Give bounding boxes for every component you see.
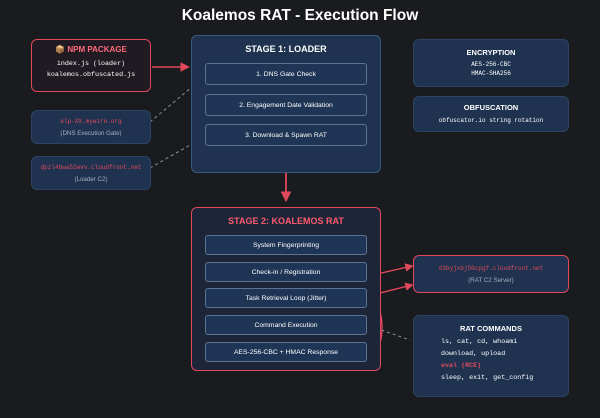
obfuscation-line: obfuscator.io string rotation: [438, 117, 544, 124]
loader-c2-label: (Loader C2): [74, 176, 108, 183]
obfuscation-box: OBFUSCATION obfuscator.io string rotatio…: [413, 96, 569, 132]
encryption-line-1: AES-256-CBC: [471, 61, 511, 68]
dns-gate-box: elp-XX.mywire.org (DNS Execution Gate): [31, 110, 151, 144]
stage1-step-download-spawn: 3. Download & Spawn RAT: [205, 124, 367, 146]
rat-command-eval: eval (RCE): [441, 362, 482, 370]
package-icon: 📦: [55, 45, 66, 54]
rat-commands-heading: RAT COMMANDS: [460, 324, 522, 333]
dns-gate-url: elp-XX.mywire.org: [60, 118, 122, 125]
stage2-heading: STAGE 2: KOALEMOS RAT: [228, 216, 344, 226]
rat-c2-label: (RAT C2 Server): [468, 277, 514, 284]
encryption-heading: ENCRYPTION: [466, 48, 516, 57]
rat-commands-box: RAT COMMANDS ls, cat, cd, whoami downloa…: [413, 315, 569, 397]
rat-c2-box: d3byjxbj50cpgf.cloudfront.net (RAT C2 Se…: [413, 255, 569, 293]
diagram-title: Koalemos RAT - Execution Flow: [181, 7, 419, 24]
npm-line-1: index.js (loader): [56, 60, 126, 68]
obfuscation-heading: OBFUSCATION: [463, 103, 519, 112]
rat-command-line-2: download, upload: [441, 350, 506, 358]
npm-package-box: 📦 NPM PACKAGE index.js (loader) koalemos…: [31, 39, 151, 92]
npm-heading: 📦 NPM PACKAGE: [55, 45, 127, 54]
loader-c2-url: dpzl4bwa52wvv.cloudfront.net: [40, 164, 142, 171]
arrow-loader-c2: [149, 136, 205, 169]
rat-c2-url: d3byjxbj50cpgf.cloudfront.net: [438, 265, 544, 272]
stage1-heading: STAGE 1: LOADER: [245, 44, 327, 54]
stage2-step-fingerprinting: System Fingerprinting: [205, 235, 367, 255]
stage2-step-encrypted-response: AES-256-CBC + HMAC Response: [205, 342, 367, 362]
stage2-step-command-exec: Command Execution: [205, 315, 367, 335]
stage1-step-dns-gate: 1. DNS Gate Check: [205, 63, 367, 85]
stage1-step-date-validation: 2. Engagement Date Validation: [205, 94, 367, 116]
npm-line-2: koalemos.obfuscated.js: [46, 71, 136, 79]
stage2-step-task-loop: Task Retrieval Loop (Jitter): [205, 288, 367, 308]
loader-c2-box: dpzl4bwa52wvv.cloudfront.net (Loader C2): [31, 156, 151, 190]
rat-command-line-1: ls, cat, cd, whoami: [441, 338, 518, 346]
encryption-box: ENCRYPTION AES-256-CBC HMAC-SHA256: [413, 39, 569, 87]
encryption-line-2: HMAC-SHA256: [471, 70, 511, 77]
stage2-step-checkin: Check-in / Registration: [205, 262, 367, 282]
dns-gate-label: (DNS Execution Gate): [60, 130, 122, 137]
rat-command-line-4: sleep, exit, get_config: [441, 374, 534, 382]
